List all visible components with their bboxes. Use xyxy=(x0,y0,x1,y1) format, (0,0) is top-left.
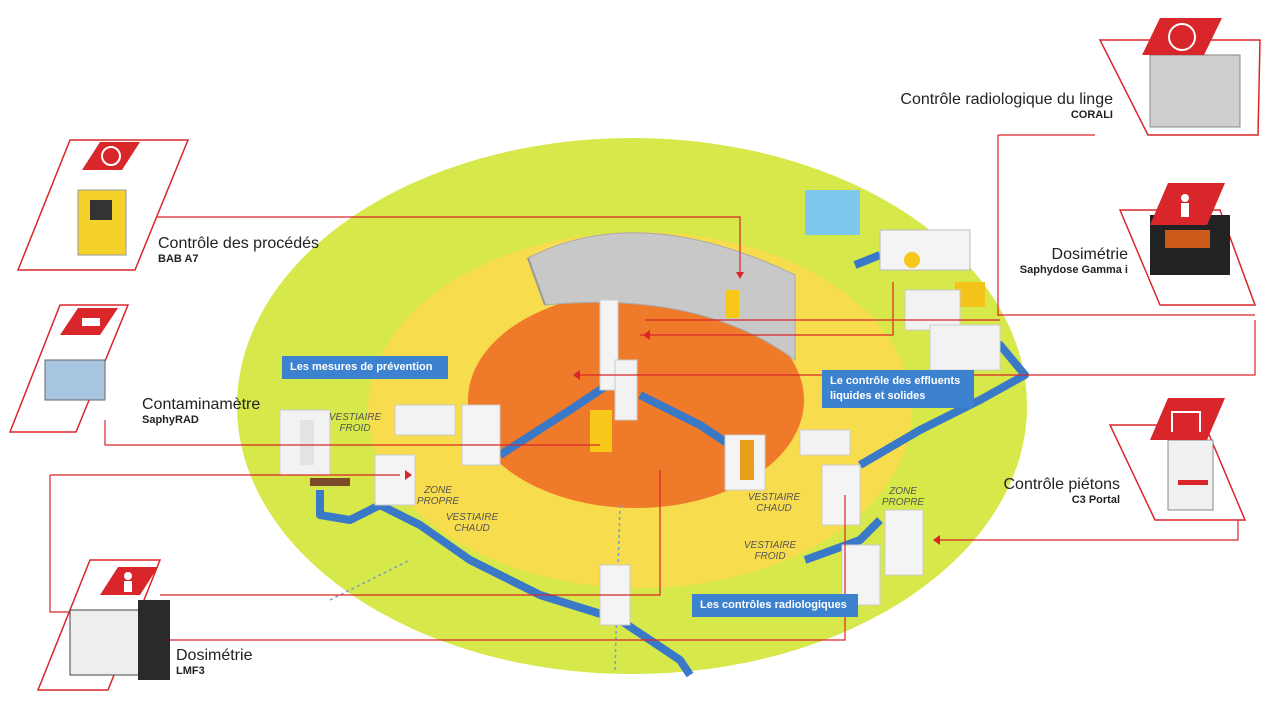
prevention-callout: Les mesures de prévention xyxy=(282,356,448,379)
zone-label: VESTIAIRE xyxy=(744,540,797,551)
product-title: Contrôle radiologique du linge xyxy=(900,91,1113,108)
product-model: SaphyRAD xyxy=(142,414,199,426)
product-title: Contaminamètre xyxy=(142,396,260,413)
zone-label: FROID xyxy=(754,551,785,562)
connector-lines xyxy=(49,134,1256,641)
zone-label: ZONE xyxy=(888,486,917,497)
connector-arrows xyxy=(405,272,940,545)
product-model: CORALI xyxy=(1071,109,1113,121)
reactor-wall xyxy=(527,232,796,361)
product-photos xyxy=(44,54,1241,680)
zone-label: VESTIAIRE xyxy=(329,412,382,423)
zone-label: PROPRE xyxy=(882,497,925,508)
zone-label: VESTIAIRE xyxy=(446,512,499,523)
zone-label: CHAUD xyxy=(454,523,490,534)
product-title: Contrôle piétons xyxy=(1003,476,1120,493)
radiation-icon xyxy=(101,23,1196,166)
zone-label: ZONE xyxy=(423,485,452,496)
product-title: Dosimétrie xyxy=(1052,246,1129,263)
product-model: LMF3 xyxy=(176,665,205,677)
person-dosimetry-icon xyxy=(124,194,1189,592)
zone-label: PROPRE xyxy=(417,496,460,507)
facility-equipment xyxy=(279,190,1001,626)
effluents-line-2: liquides et solides xyxy=(830,390,926,402)
product-model: BAB A7 xyxy=(158,253,199,265)
product-model: C3 Portal xyxy=(1072,494,1120,506)
product-title: Dosimétrie xyxy=(176,647,253,664)
effluents-callout: Le contrôle des effluents liquides et so… xyxy=(822,370,974,408)
zone-label: CHAUD xyxy=(756,503,792,514)
product-model: Saphydose Gamma i xyxy=(1020,264,1128,276)
product-title: Contrôle des procédés xyxy=(158,235,319,252)
hands-contamination-icon xyxy=(82,318,100,326)
effluents-line-1: Le contrôle des effluents xyxy=(830,375,961,387)
zone-label: VESTIAIRE xyxy=(748,492,801,503)
controls-callout: Les contrôles radiologiques xyxy=(692,594,858,617)
portal-icon xyxy=(1171,411,1201,432)
zone-label: FROID xyxy=(339,423,370,434)
